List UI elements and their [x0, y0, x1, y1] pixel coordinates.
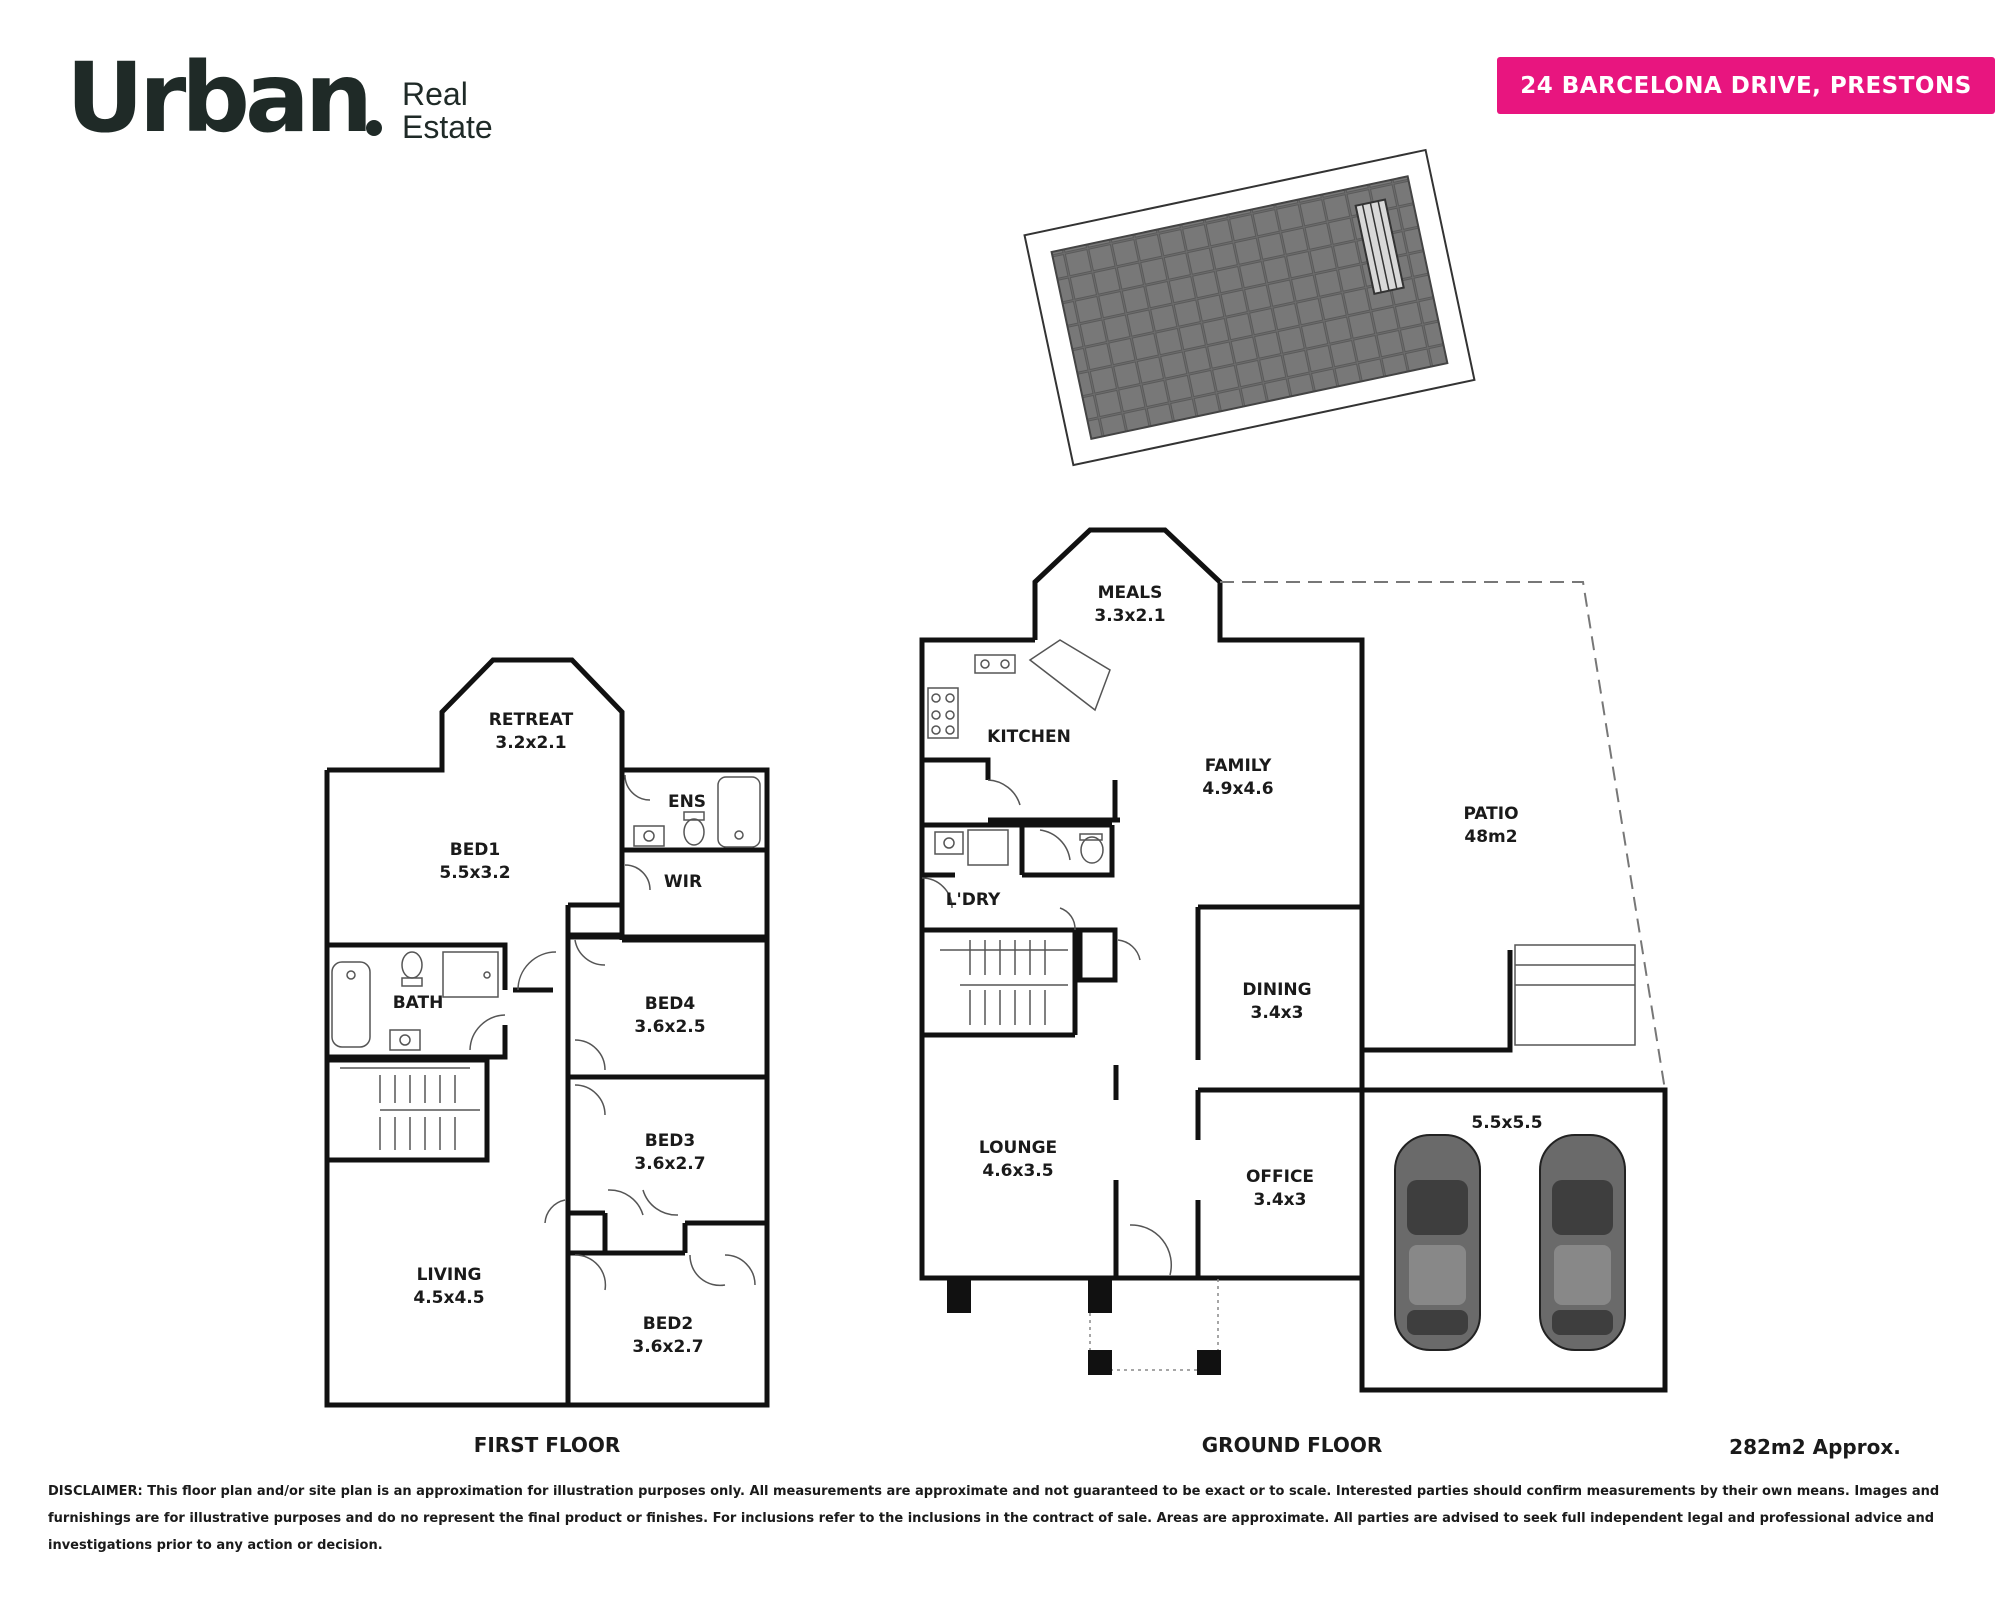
room-name: BATH	[393, 993, 444, 1013]
room-name: BED3	[645, 1131, 696, 1151]
first-floor-labels: RETREAT 3.2x2.1 ENS BED1 5.5x3.2 WIR BAT…	[393, 710, 706, 1457]
room-size: 5.5x5.5	[1471, 1113, 1542, 1133]
room-size: 48m2	[1464, 827, 1517, 847]
porch-pillars	[947, 1278, 1221, 1375]
laundry-tub-icon	[967, 829, 1009, 866]
kitchen-sink-icon	[974, 654, 1016, 674]
room-size: 4.5x4.5	[413, 1288, 484, 1308]
room-name: PATIO	[1463, 804, 1518, 824]
ensuite-sink-icon	[633, 825, 665, 847]
room-name: ENS	[668, 792, 706, 812]
disclaimer-label: DISCLAIMER:	[48, 1484, 143, 1499]
logo-subtitle: Real Estate	[402, 78, 493, 144]
bath-sink-icon	[389, 1029, 421, 1051]
patio-boundary	[1220, 581, 1666, 1091]
room-size: 4.9x4.6	[1202, 779, 1273, 799]
stairs-icon	[340, 1067, 480, 1150]
ground-floor-title: GROUND FLOOR	[1202, 1433, 1382, 1457]
total-area: 282m2 Approx.	[1729, 1435, 1901, 1459]
ensuite-bath-icon	[717, 776, 761, 848]
ground-floor-labels: MEALS 3.3x2.1 KITCHEN FAMILY 4.9x4.6 PAT…	[946, 583, 1901, 1459]
room-size: 5.5x3.2	[439, 863, 510, 883]
room-name: BED4	[645, 994, 696, 1014]
room-name: L'DRY	[946, 890, 1001, 910]
room-name: MEALS	[1098, 583, 1163, 603]
patio-steps	[1514, 944, 1636, 1046]
stairs-icon	[940, 940, 1068, 1025]
room-name: KITCHEN	[987, 727, 1071, 747]
car-icon	[1394, 1134, 1481, 1351]
bath-toilet-icon	[401, 951, 423, 987]
room-size: 3.3x2.1	[1094, 606, 1165, 626]
laundry-sink-icon	[934, 831, 964, 855]
room-name: BED1	[450, 840, 501, 860]
first-floor-title: FIRST FLOOR	[474, 1433, 621, 1457]
room-size: 3.6x2.7	[632, 1337, 703, 1357]
kitchen-island-icon	[1028, 639, 1111, 712]
room-name: LIVING	[417, 1265, 482, 1285]
room-name: LOUNGE	[979, 1138, 1057, 1158]
room-size: 3.6x2.7	[634, 1154, 705, 1174]
logo-subtitle-line-2: Estate	[402, 109, 493, 145]
laundry-toilet-icon	[1079, 833, 1104, 864]
car-icon	[1539, 1134, 1626, 1351]
room-size: 3.4x3	[1251, 1003, 1304, 1023]
room-size: 3.2x2.1	[495, 733, 566, 753]
room-name: WIR	[664, 872, 702, 892]
room-name: RETREAT	[489, 710, 574, 730]
room-size: 3.4x3	[1254, 1190, 1307, 1210]
bath-shower-icon	[442, 951, 499, 998]
room-name: BED2	[643, 1314, 694, 1334]
stove-icon	[927, 687, 959, 739]
logo-subtitle-line-1: Real	[402, 76, 468, 112]
property-address-badge: 24 BARCELONA DRIVE, PRESTONS	[1497, 57, 1995, 114]
logo-wordmark: Urban	[66, 42, 373, 154]
disclaimer: DISCLAIMER: This floor plan and/or site …	[48, 1478, 1968, 1559]
room-size: 3.6x2.5	[634, 1017, 705, 1037]
disclaimer-text: This floor plan and/or site plan is an a…	[48, 1484, 1940, 1553]
bath-tub-icon	[331, 961, 371, 1048]
first-floor-plan	[324, 657, 770, 1408]
room-name: DINING	[1242, 980, 1311, 1000]
room-size: 4.6x3.5	[982, 1161, 1053, 1181]
ensuite-toilet-icon	[683, 811, 705, 846]
entry-porch	[1089, 1278, 1219, 1371]
logo-dot	[366, 120, 382, 136]
first-floor-fixtures	[331, 774, 761, 1291]
ground-floor-fixtures	[921, 639, 1173, 1276]
room-name: FAMILY	[1205, 756, 1272, 776]
room-name: OFFICE	[1246, 1167, 1314, 1187]
pool-icon	[1023, 148, 1476, 467]
